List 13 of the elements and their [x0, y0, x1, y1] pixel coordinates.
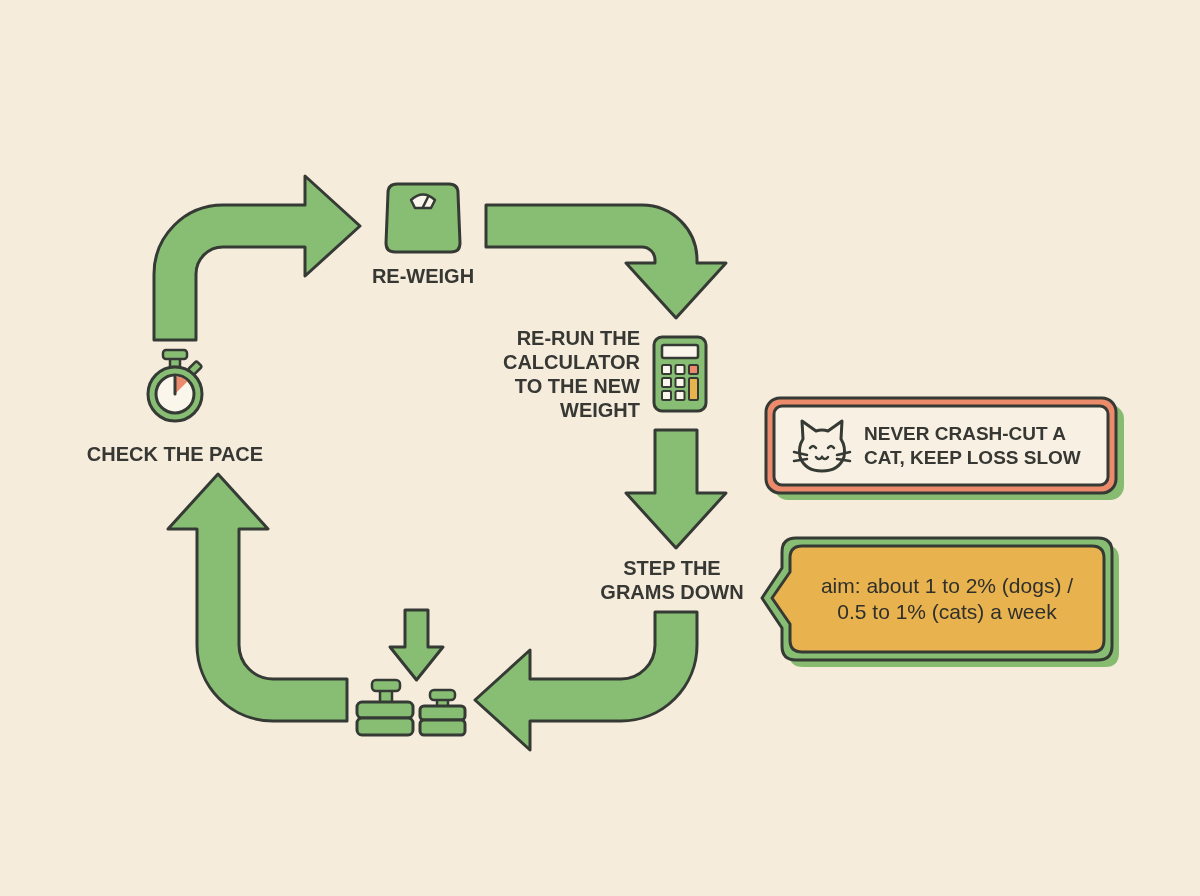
warning-box — [764, 396, 1126, 502]
step-label: CHECK THE PACE — [86, 442, 264, 466]
arrow — [166, 472, 349, 723]
step-label: RE-WEIGH — [371, 264, 475, 288]
warning-text: NEVER CRASH-CUT A CAT, KEEP LOSS SLOW — [864, 422, 1082, 470]
weights-icon — [355, 608, 467, 738]
arrow — [484, 203, 728, 320]
step-label: RE-RUN THE CALCULATOR TO THE NEW WEIGHT — [501, 326, 640, 422]
arrow — [152, 174, 362, 342]
step-label: STEP THE GRAMS DOWN — [594, 556, 750, 604]
arrow — [624, 428, 728, 550]
arrow — [473, 610, 699, 752]
callout-text: aim: about 1 to 2% (dogs) / 0.5 to 1% (cats) a week — [819, 573, 1075, 625]
